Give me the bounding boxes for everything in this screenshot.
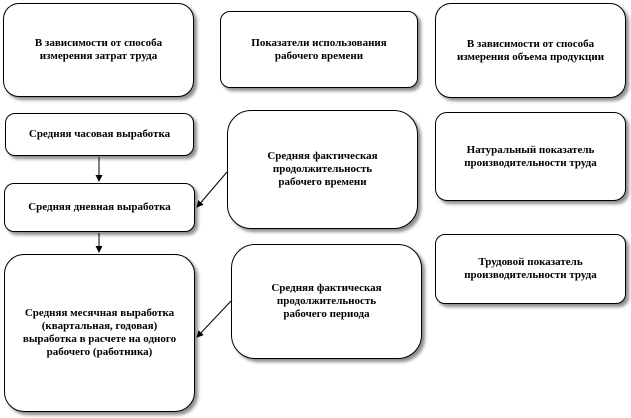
header-work-time-box: Показатели использования рабочего времен…	[220, 11, 418, 88]
header-labor-cost-box: В зависимости от способа измерения затра…	[3, 3, 194, 97]
actual-work-time-box: Средняя фактическая продолжительность ра…	[227, 110, 418, 229]
arrow-work-period-to-monthly	[196, 299, 233, 338]
labor-indicator-box: Трудовой показатель производительности т…	[435, 234, 626, 304]
daily-output-label: Средняя дневная выработка	[28, 201, 171, 213]
header-labor-cost-label: В зависимости от способа измерения затра…	[34, 37, 163, 62]
hourly-output-box: Средняя часовая выработка	[5, 113, 194, 156]
daily-output-box: Средняя дневная выработка	[4, 183, 195, 232]
natural-indicator-box: Натуральный показатель производительност…	[435, 112, 626, 201]
labor-indicator-label: Трудовой показатель производительности т…	[464, 256, 597, 281]
monthly-output-label: Средняя месячная выработка (квартальная,…	[22, 307, 177, 358]
header-work-time-label: Показатели использования рабочего времен…	[251, 36, 387, 62]
natural-indicator-label: Натуральный показатель производительност…	[464, 143, 597, 169]
header-output-volume-label: В зависимости от способа измерения объем…	[456, 37, 605, 63]
monthly-output-box: Средняя месячная выработка (квартальная,…	[4, 254, 195, 412]
header-output-volume-box: В зависимости от способа измерения объем…	[435, 3, 626, 98]
arrow-work-time-to-daily	[196, 171, 228, 208]
hourly-output-label: Средняя часовая выработка	[28, 128, 171, 140]
actual-work-period-box: Средняя фактическая продолжительность ра…	[231, 244, 422, 359]
actual-work-time-label: Средняя фактическая продолжительность ра…	[267, 150, 378, 188]
actual-work-period-label: Средняя фактическая продолжительность ра…	[271, 282, 382, 320]
